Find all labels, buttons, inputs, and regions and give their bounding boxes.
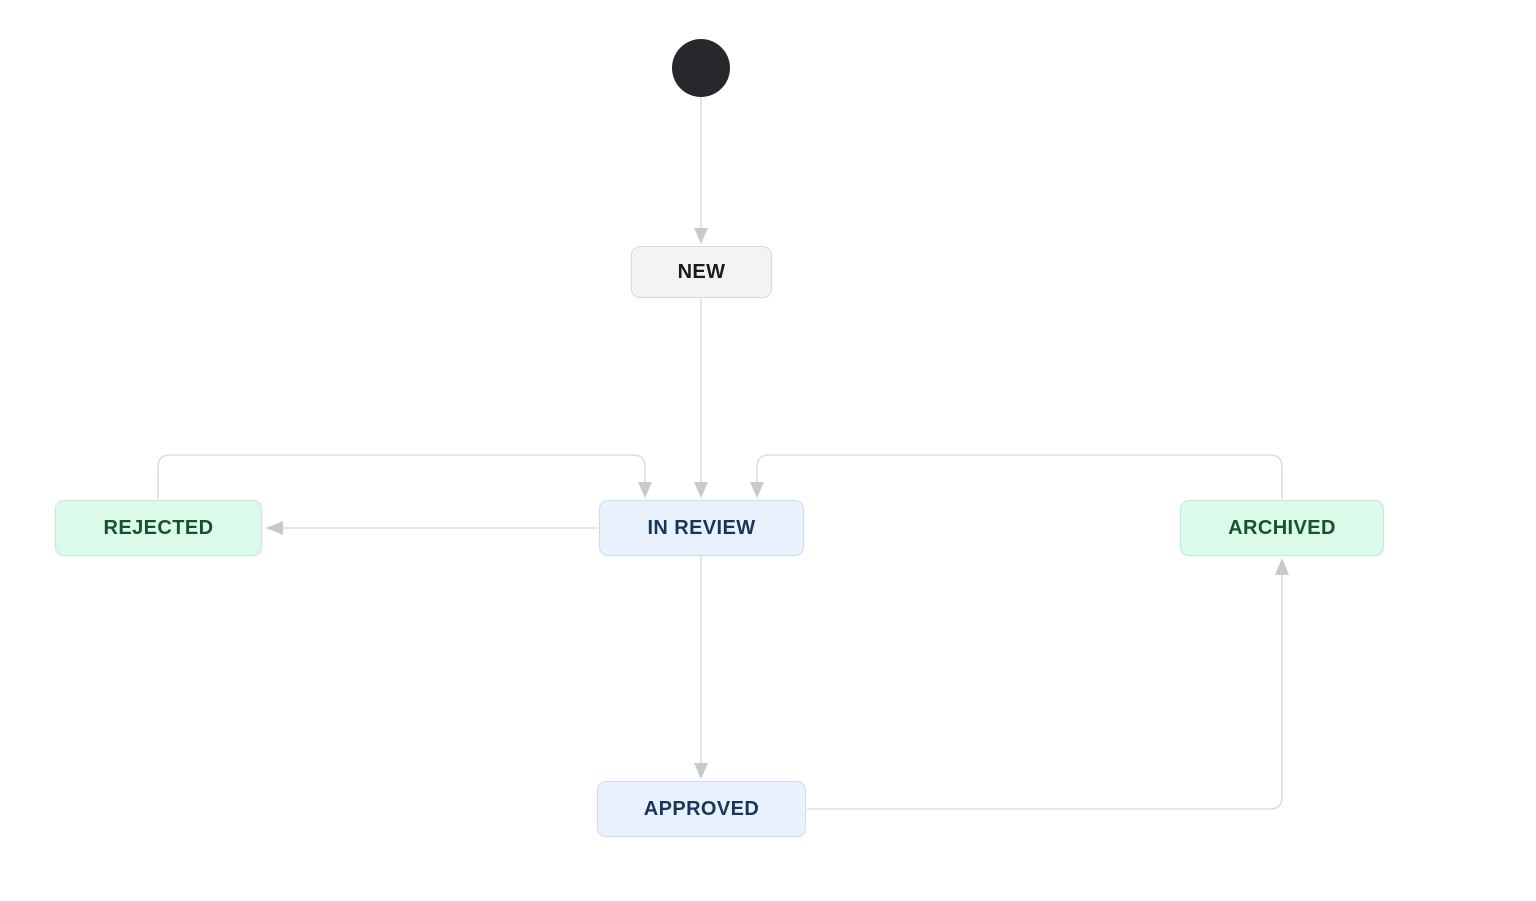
edge-rejected-to-in-review xyxy=(157,454,652,499)
node-new-label: NEW xyxy=(677,260,726,283)
edge-approved-to-archived xyxy=(807,558,1289,810)
node-rejected[interactable]: REJECTED xyxy=(55,500,262,556)
node-approved[interactable]: APPROVED xyxy=(597,781,806,837)
edge-in-review-to-approved xyxy=(694,557,708,779)
node-in-review-label: IN REVIEW xyxy=(647,516,756,539)
edge-archived-to-in-review xyxy=(750,454,1283,499)
start-node[interactable] xyxy=(672,39,730,97)
node-archived-label: ARCHIVED xyxy=(1228,516,1336,539)
node-in-review[interactable]: IN REVIEW xyxy=(599,500,804,556)
node-new[interactable]: NEW xyxy=(631,246,772,298)
edge-new-to-in-review xyxy=(694,299,708,498)
node-rejected-label: REJECTED xyxy=(103,516,214,539)
node-archived[interactable]: ARCHIVED xyxy=(1180,500,1384,556)
edge-start-to-new xyxy=(694,97,708,244)
node-approved-label: APPROVED xyxy=(643,797,760,820)
edge-in-review-to-rejected xyxy=(266,521,598,535)
